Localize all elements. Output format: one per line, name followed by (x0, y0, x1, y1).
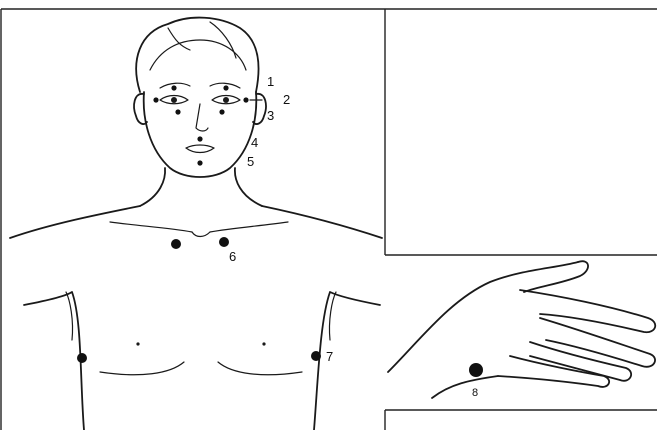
point-marker-2a (153, 97, 158, 102)
point-marker-8 (469, 363, 483, 377)
point-marker-4 (197, 136, 202, 141)
torso-drawing (10, 206, 382, 430)
point-marker-3a (175, 109, 180, 114)
point-label-7: 7 (326, 349, 333, 364)
point-marker-1a (171, 85, 176, 90)
point-label-4: 4 (251, 135, 258, 150)
point-marker-6b (219, 237, 229, 247)
point-marker-6a (171, 239, 181, 249)
point-label-3: 3 (267, 108, 274, 123)
point-marker-2b (243, 97, 248, 102)
point-marker-7a (77, 353, 87, 363)
acupoint-markers (77, 85, 483, 377)
point-label-8: 8 (472, 387, 478, 399)
point-label-2: 2 (283, 92, 290, 107)
point-label-1: 1 (267, 74, 274, 89)
point-marker-1b (223, 85, 228, 90)
hand-drawing (388, 261, 655, 398)
point-marker-7b (311, 351, 321, 361)
point-label-6: 6 (229, 249, 236, 264)
point-label-5: 5 (247, 154, 254, 169)
head-drawing (134, 18, 266, 206)
point-labels: 1 2 3 4 5 6 7 8 (229, 74, 478, 399)
point-marker-5 (197, 160, 202, 165)
point-marker-3b (219, 109, 224, 114)
